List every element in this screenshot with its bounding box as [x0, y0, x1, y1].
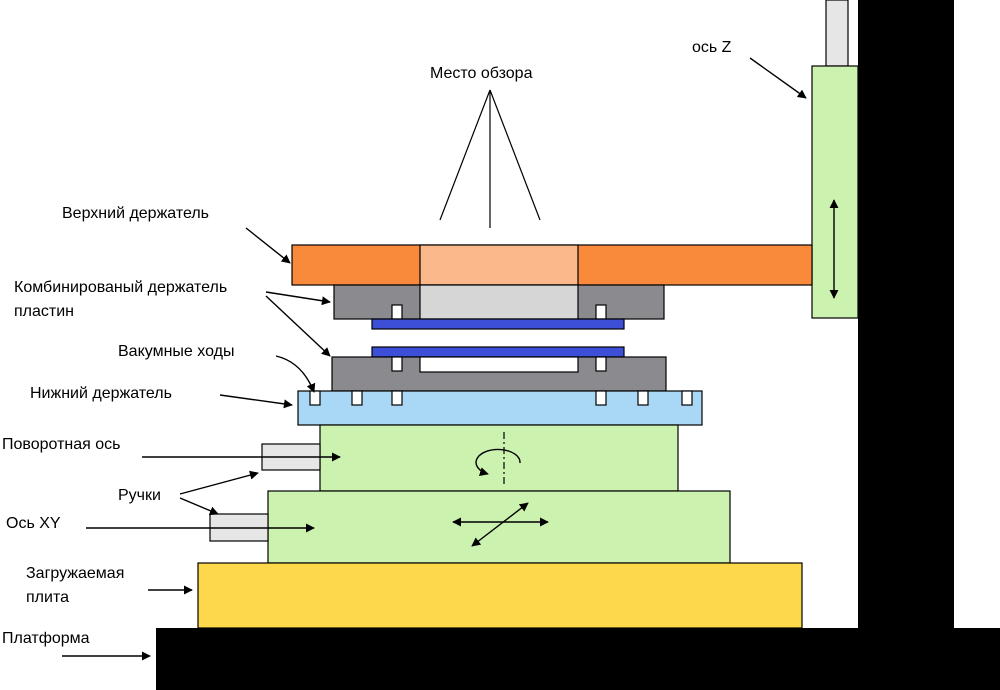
z-axis-rod — [825, 0, 849, 67]
view-line — [489, 89, 541, 221]
vacuum-channels-label: Вакумные ходы — [118, 343, 234, 360]
load-plate-label-line1: Загружаемая — [26, 565, 124, 582]
lower-wafer — [371, 346, 625, 358]
frame-column — [858, 0, 954, 628]
handles-label: Ручки — [118, 487, 161, 504]
xy-stage — [267, 490, 731, 564]
vacuum-channels-pointer — [275, 355, 316, 393]
z-axis-carriage — [811, 65, 859, 319]
load-plate — [197, 562, 803, 629]
upper-holder-window — [419, 244, 579, 286]
vacuum-channel — [391, 356, 403, 372]
lower-wafer-holder-window — [419, 356, 579, 373]
combined-holder-pointer-lower — [265, 295, 331, 357]
upper-holder-pointer — [245, 227, 291, 264]
lower-holder-slot — [637, 390, 649, 406]
view-zone-label: Место обзора — [430, 65, 533, 82]
upper-holder-label: Верхний держатель — [62, 205, 209, 222]
upper-wafer-holder-window — [419, 284, 579, 320]
platform-label: Платформа — [2, 630, 90, 647]
upper-wafer — [371, 318, 625, 330]
lower-holder-slot — [351, 390, 363, 406]
combined-holder-label-line2: пластин — [14, 303, 74, 320]
vacuum-channel — [595, 304, 607, 320]
load-plate-label-line2: плита — [26, 589, 69, 606]
lower-holder — [297, 390, 703, 426]
vacuum-channel — [595, 356, 607, 372]
lower-holder-label: Нижний держатель — [30, 385, 172, 402]
lower-holder-slot — [595, 390, 607, 406]
handles-pointer-upper — [179, 470, 259, 495]
lower-holder-pointer — [219, 394, 293, 409]
lower-holder-slot — [681, 390, 693, 406]
handles-pointer-lower — [179, 497, 219, 516]
platform — [156, 628, 1000, 690]
rotary-stage — [319, 424, 679, 492]
z-axis-label: ось Z — [692, 39, 732, 56]
lower-holder-slot — [391, 390, 403, 406]
lower-holder-slot — [309, 390, 321, 406]
view-line — [439, 89, 491, 221]
z-axis-pointer — [749, 57, 807, 99]
combined-holder-label-line1: Комбинированый держатель — [14, 279, 227, 296]
rotary-axis-label: Поворотная ось — [2, 436, 120, 453]
rotation-arrow — [475, 448, 521, 476]
combined-holder-pointer-upper — [265, 291, 331, 306]
xy-axis-label: Ось XY — [6, 515, 61, 532]
xy-arrow-2 — [471, 502, 529, 547]
vacuum-channel — [391, 304, 403, 320]
